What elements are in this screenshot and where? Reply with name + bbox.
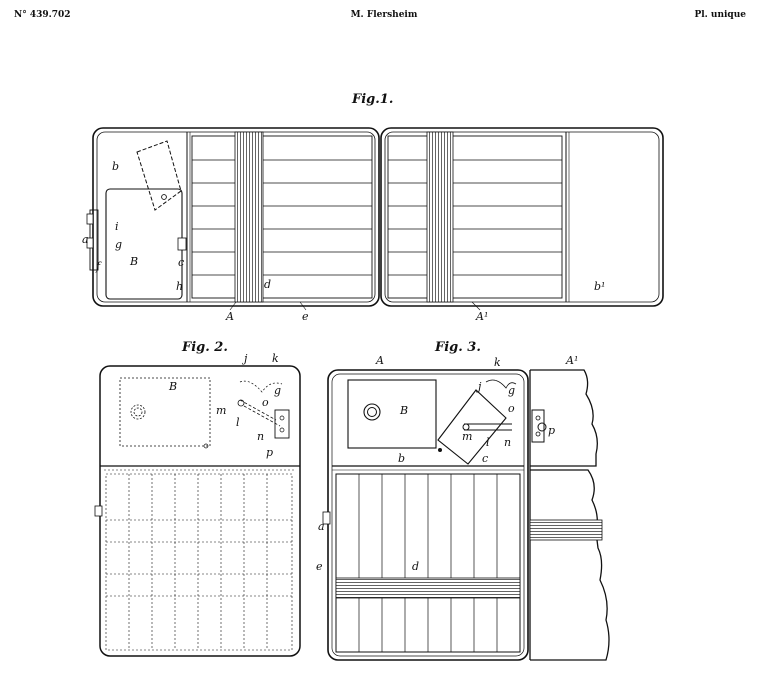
fig1-label-big-a: A <box>225 310 234 323</box>
fig1-caption: Fig.1. <box>352 92 394 107</box>
fig3-label-a1: A¹ <box>565 354 578 367</box>
fig2-label-big-b: B <box>168 380 177 393</box>
fig1-label-e: e <box>302 310 309 323</box>
fig3-caption: Fig. 3. <box>435 340 481 355</box>
plate-label: Pl. unique <box>694 10 746 20</box>
fig2-label-j: j <box>241 352 248 365</box>
fig3-label-j: j <box>475 380 482 393</box>
fig2-label-l: l <box>236 416 240 429</box>
fig2-label-o: o <box>262 396 269 409</box>
fig3-label-c: c <box>482 452 488 465</box>
fig1-label-i: i <box>115 220 119 233</box>
fig2-label-k: k <box>272 352 279 365</box>
fig2-caption: Fig. 2. <box>182 340 228 355</box>
fig1-label-a1: A¹ <box>475 310 488 323</box>
fig2-tray-grid <box>105 473 293 651</box>
fig2-label-m: m <box>216 404 226 417</box>
fig2-case-outline <box>99 365 301 657</box>
fig1-tray-a-slats <box>192 159 372 276</box>
fig2-box-b <box>119 377 211 447</box>
fig1-label-d: d <box>264 278 271 291</box>
fig2-drawing: B j k g o m l n p <box>94 352 301 657</box>
fig3-label-big-a: A <box>375 354 384 367</box>
fig2-label-p: p <box>266 446 273 459</box>
fig3-label-a: a <box>318 520 325 533</box>
fig3-box-b <box>347 379 437 449</box>
fig3-label-m: m <box>462 430 472 443</box>
fig1-label-b1: b¹ <box>594 280 605 293</box>
fig3-label-k: k <box>494 356 501 369</box>
fig3-label-b: b <box>398 452 405 465</box>
fig1-label-c: c <box>178 256 184 269</box>
fig3-label-n: n <box>504 436 511 449</box>
fig3-label-g: g <box>508 384 515 397</box>
fig3-label-e: e <box>316 560 323 573</box>
fig3-tray-slats <box>358 474 498 652</box>
fig1-elastic-band-a1 <box>426 131 454 303</box>
fig1-label-big-b: B <box>129 255 138 268</box>
fig3-elastic-band <box>335 577 521 599</box>
fig1-elastic-band-a <box>234 131 264 303</box>
fig3-label-l: l <box>486 436 490 449</box>
fig2-label-g: g <box>274 384 281 397</box>
fig3-drawing: A A¹ k j g B o m l n p b c a d e <box>316 354 610 661</box>
fig1-label-g: g <box>115 238 122 251</box>
fig1-label-h: h <box>176 280 183 293</box>
fig1-label-a: a <box>82 233 89 246</box>
patent-number: N° 439.702 <box>14 10 71 20</box>
case-a1-outline <box>380 127 664 307</box>
fig3-case-a1-outline <box>530 469 610 661</box>
fig1-label-b: b <box>112 160 119 173</box>
fig3-label-o: o <box>508 402 515 415</box>
inventor-name: M. Flersheim <box>350 10 418 20</box>
fig1-drawing: b a i g f B c h d A e A¹ b¹ <box>82 127 664 323</box>
fig1-label-f: f <box>95 260 102 273</box>
fig3-label-big-b: B <box>399 404 408 417</box>
fig3-lid <box>437 389 507 465</box>
fig1-tray-a1-slats <box>388 159 562 276</box>
fig3-label-p: p <box>548 424 555 437</box>
fig2-label-n: n <box>257 430 264 443</box>
fig3-label-d: d <box>412 560 419 573</box>
